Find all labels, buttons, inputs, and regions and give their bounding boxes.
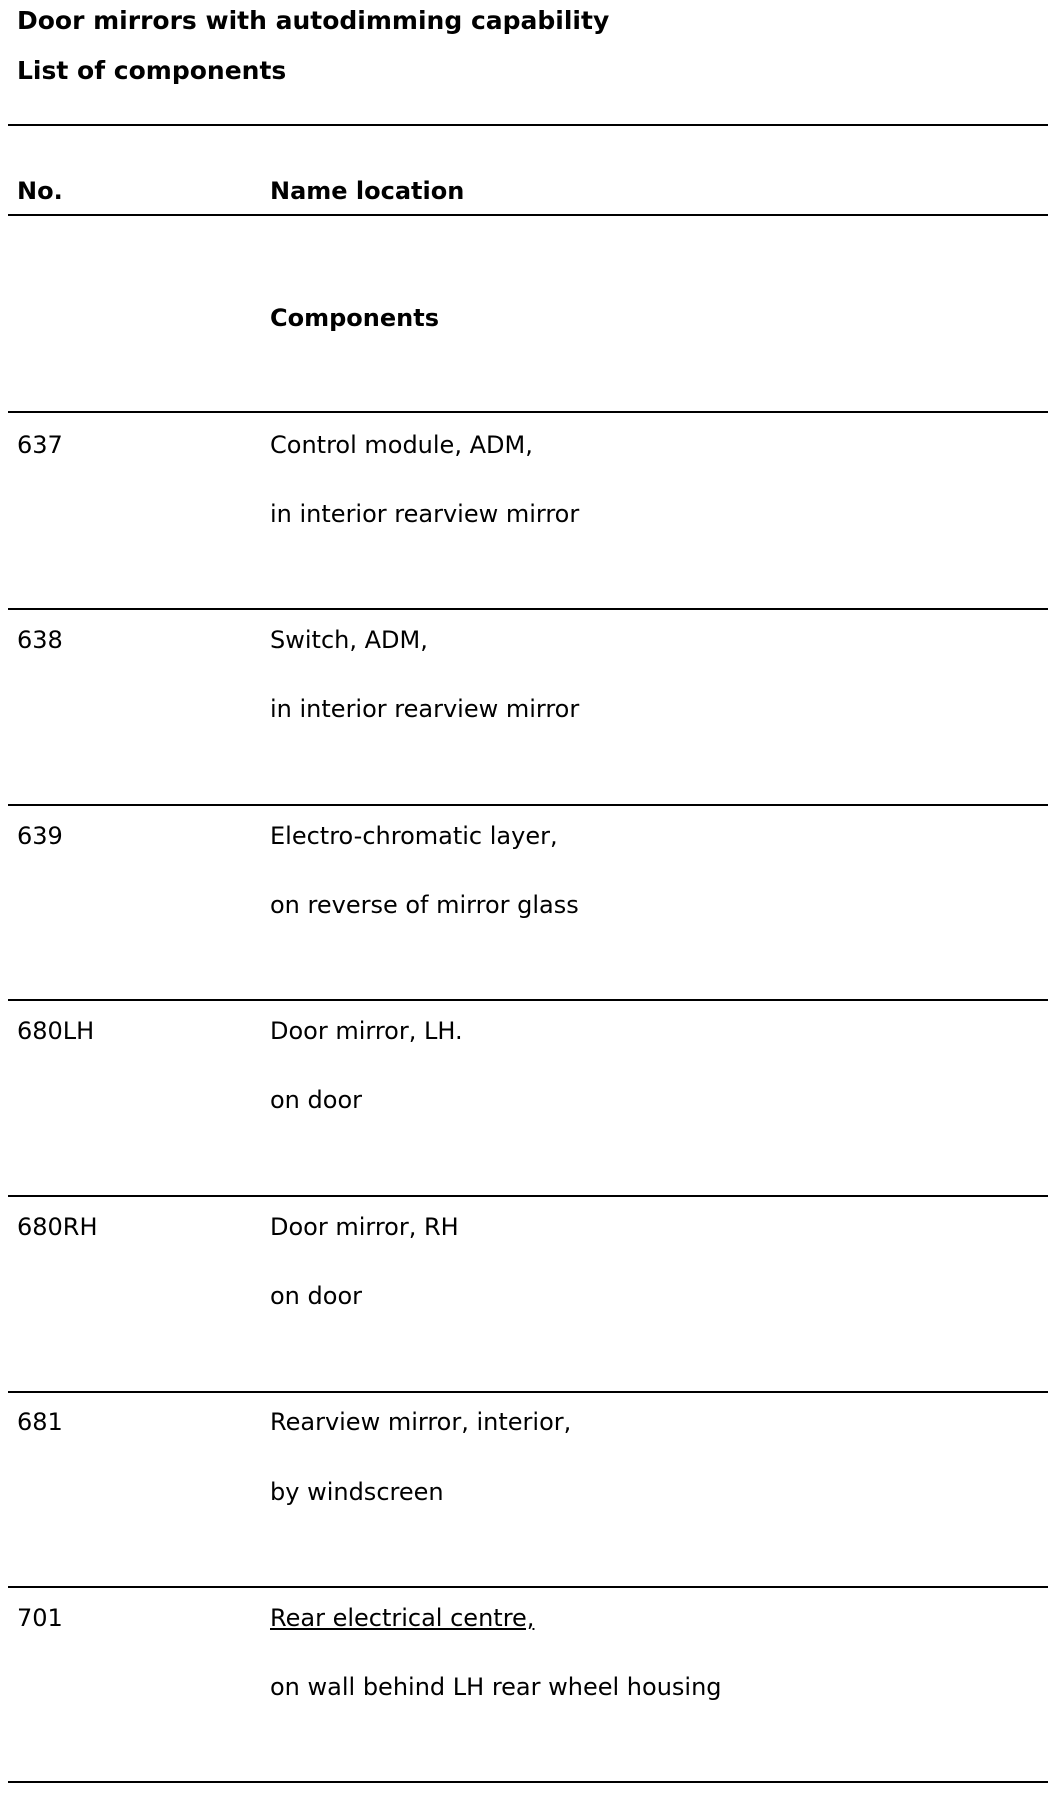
row-681-location: by windscreen	[270, 1478, 444, 1506]
row-637-name: Control module, ADM,	[270, 431, 533, 459]
row-680lh-location: on door	[270, 1086, 362, 1114]
row-639-name: Electro-chromatic layer,	[270, 822, 558, 850]
section-title: Components	[270, 304, 439, 332]
row-638-name: Switch, ADM,	[270, 626, 428, 654]
row-divider	[8, 608, 1048, 610]
row-680rh-no: 680RH	[17, 1213, 98, 1241]
row-680rh-name: Door mirror, RH	[270, 1213, 459, 1241]
document-subtitle: List of components	[17, 56, 287, 85]
header-divider	[8, 214, 1048, 216]
row-divider	[8, 411, 1048, 413]
row-680lh-no: 680LH	[17, 1017, 95, 1045]
row-681-no: 681	[17, 1408, 63, 1436]
row-680lh-name: Door mirror, LH.	[270, 1017, 463, 1045]
document-title: Door mirrors with autodimming capability	[17, 6, 610, 35]
row-638-location: in interior rearview mirror	[270, 695, 580, 723]
row-639-no: 639	[17, 822, 63, 850]
row-701-no: 701	[17, 1604, 63, 1632]
row-638-no: 638	[17, 626, 63, 654]
row-681-name: Rearview mirror, interior,	[270, 1408, 572, 1436]
header-name-location: Name location	[270, 177, 465, 205]
row-divider	[8, 1586, 1048, 1588]
row-701-location: on wall behind LH rear wheel housing	[270, 1673, 722, 1701]
row-680rh-location: on door	[270, 1282, 362, 1310]
row-divider	[8, 999, 1048, 1001]
top-divider	[8, 124, 1048, 126]
header-no: No.	[17, 177, 63, 205]
row-639-location: on reverse of mirror glass	[270, 891, 579, 919]
row-637-location: in interior rearview mirror	[270, 500, 580, 528]
row-divider	[8, 804, 1048, 806]
bottom-divider	[8, 1781, 1048, 1783]
row-divider	[8, 1391, 1048, 1393]
row-637-no: 637	[17, 431, 63, 459]
row-divider	[8, 1195, 1048, 1197]
row-701-name-link[interactable]: Rear electrical centre,	[270, 1604, 535, 1632]
